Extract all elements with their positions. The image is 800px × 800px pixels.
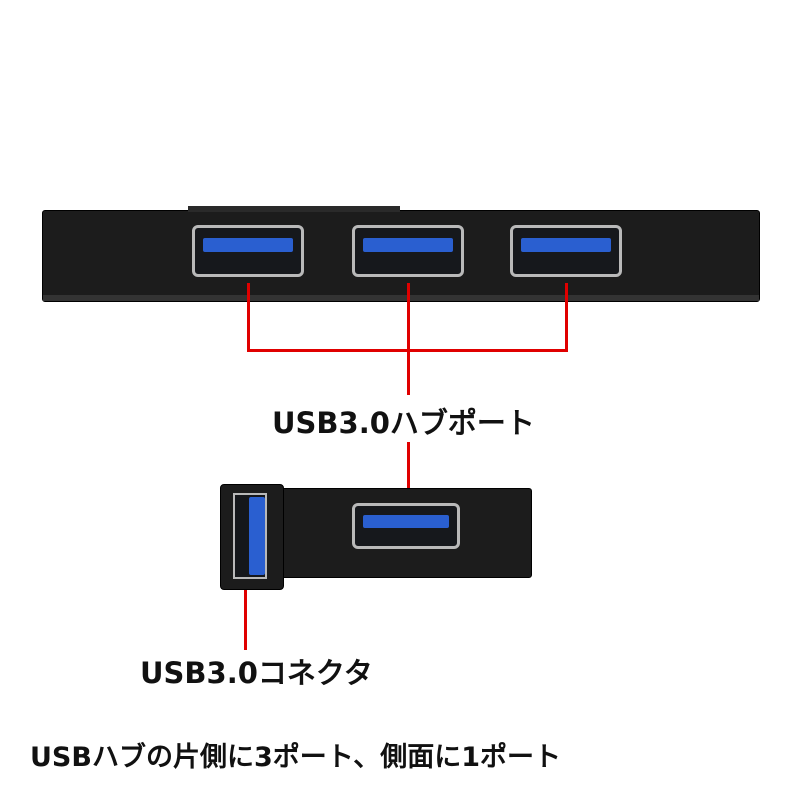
callout-line bbox=[407, 442, 410, 495]
callout-line bbox=[247, 283, 250, 352]
usb-port-1 bbox=[192, 225, 304, 277]
callout-line bbox=[407, 283, 410, 395]
usb-connector bbox=[220, 484, 284, 590]
usb-port-3 bbox=[510, 225, 622, 277]
hub-top-ridge bbox=[188, 206, 400, 212]
hub-ports-label: USB3.0ハブポート bbox=[272, 406, 535, 440]
caption: USBハブの片側に3ポート、側面に1ポート bbox=[30, 742, 561, 773]
callout-line bbox=[565, 283, 568, 352]
hub-bottom-edge bbox=[43, 295, 759, 301]
usb-port-2 bbox=[352, 225, 464, 277]
usb-port-side bbox=[352, 503, 460, 549]
callout-line bbox=[244, 590, 247, 650]
connector-label: USB3.0コネクタ bbox=[140, 656, 373, 690]
